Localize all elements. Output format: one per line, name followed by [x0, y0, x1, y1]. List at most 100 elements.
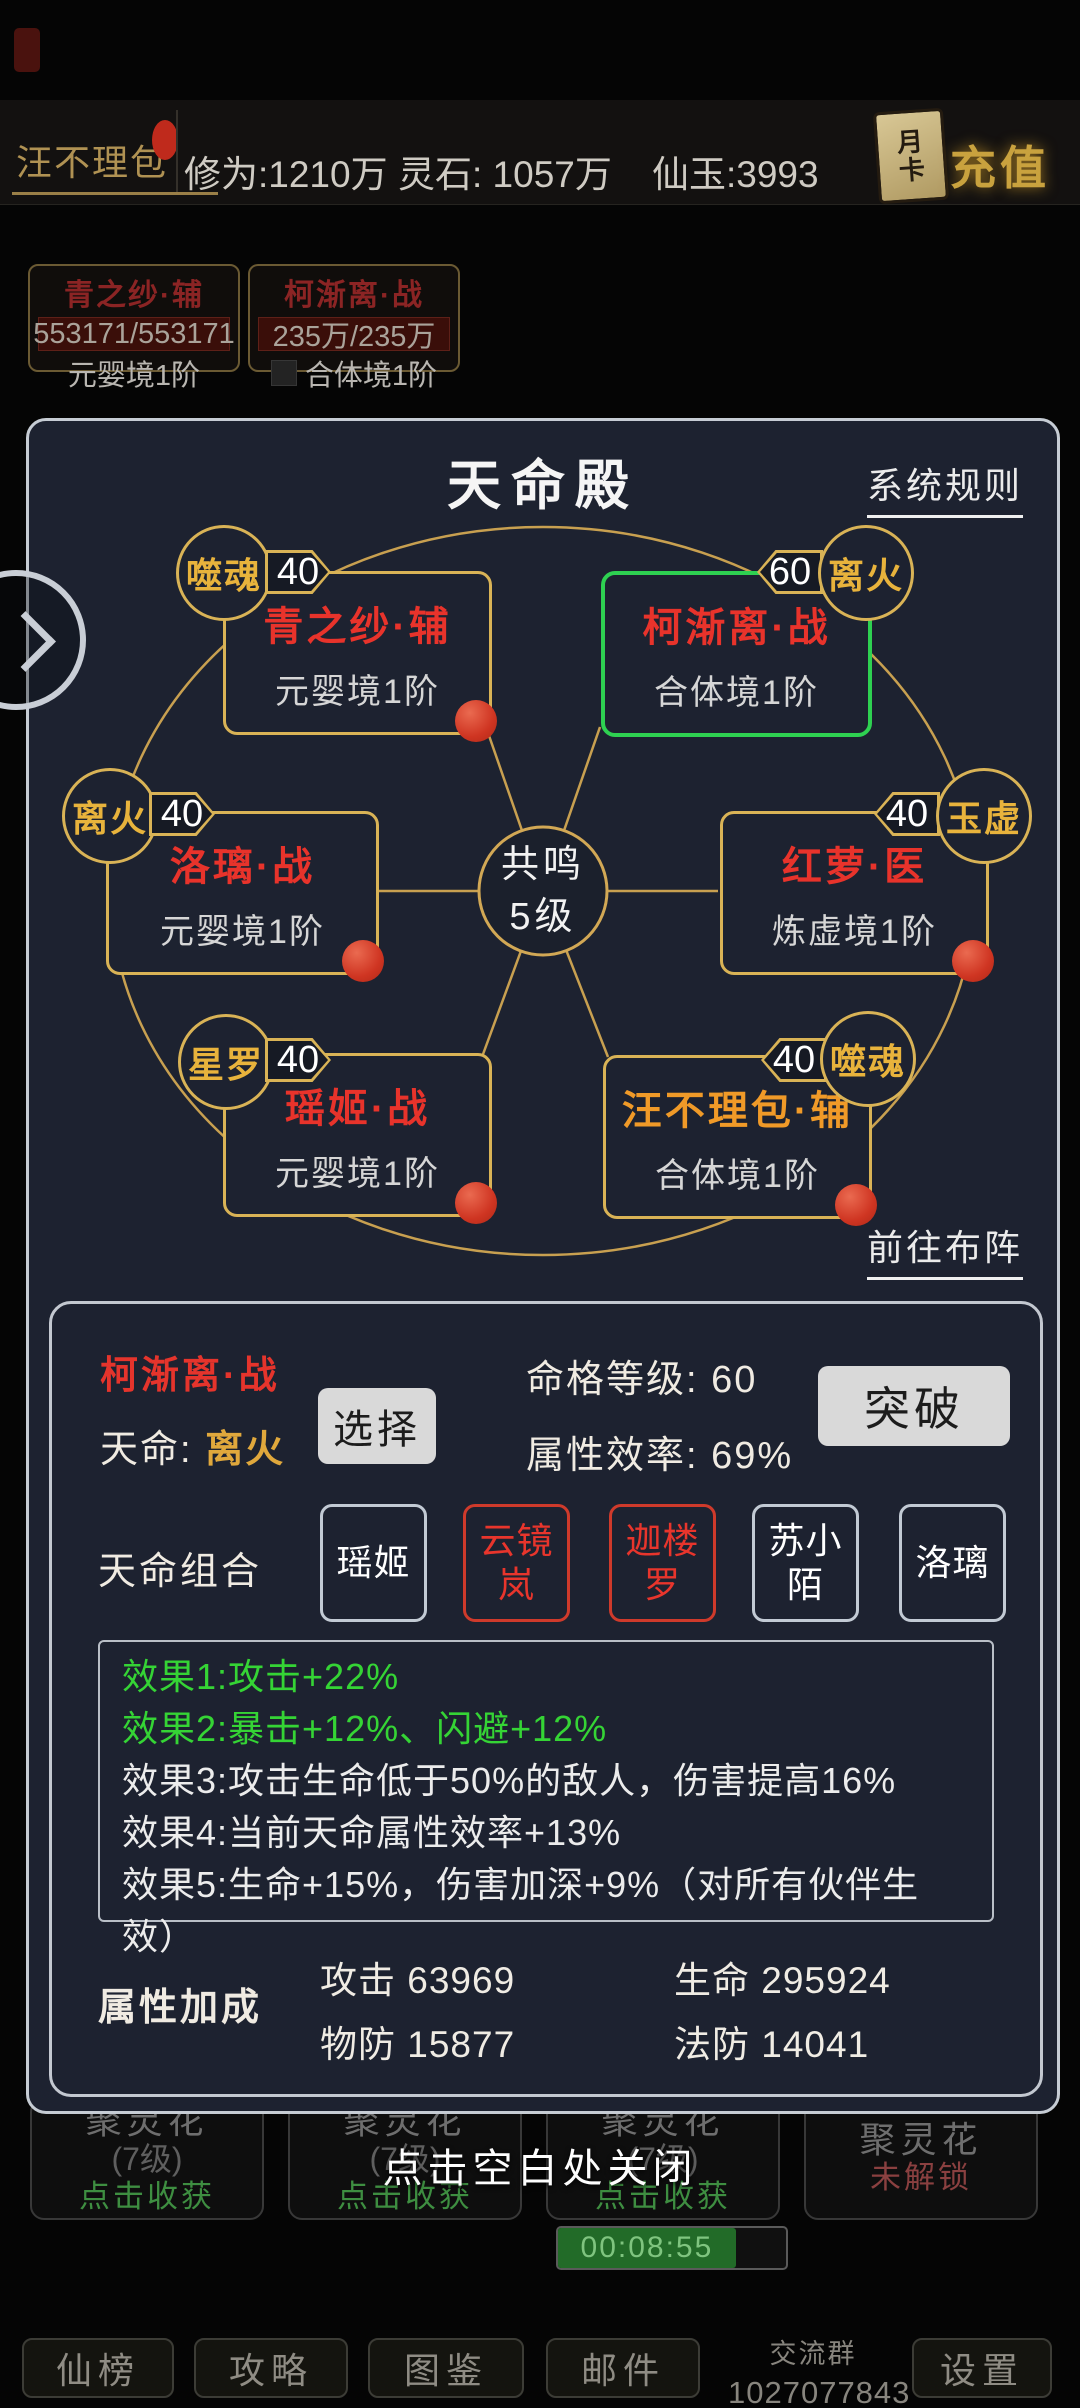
combo-card-luoli[interactable]: 洛璃: [899, 1504, 1006, 1622]
chat-group-number: 1027077843: [728, 2375, 911, 2408]
element-badge: 玉虚: [936, 768, 1032, 864]
select-button[interactable]: 选择: [318, 1388, 436, 1464]
stat-hp: 生命 295924: [674, 1950, 891, 2004]
grade-row: 命格等级: 60: [526, 1348, 757, 1403]
stat-attack: 攻击 63969: [320, 1950, 515, 2004]
stat-label: 法防: [674, 2024, 750, 2065]
nav-button-mail[interactable]: 邮件: [546, 2338, 700, 2398]
stat-magic-defense: 法防 14041: [674, 2014, 869, 2068]
go-to-formation-link[interactable]: 前往布阵: [866, 1219, 1023, 1280]
flower-harvest-hint: 点击收获: [337, 2179, 473, 2214]
party-hp-text: 235万/235万: [272, 321, 436, 353]
modal-title: 天命殿: [447, 456, 639, 516]
spirit-flower-plot-1[interactable]: 聚灵花 (7级) 点击收获: [30, 2098, 264, 2220]
level-value: 40: [268, 1041, 328, 1079]
recharge-button[interactable]: 充值: [950, 142, 1050, 194]
party-card-1[interactable]: 青之纱·辅 553171/553171 元婴境1阶: [28, 264, 240, 392]
attribute-bonus-label: 属性加成: [98, 1987, 263, 2029]
combo-card-yunjinglan[interactable]: 云镜岚: [463, 1504, 570, 1622]
combo-card-suxiaomo[interactable]: 苏小陌: [752, 1504, 859, 1622]
countdown-text: 00:08:55: [580, 2231, 714, 2264]
notify-dot-icon: [342, 940, 384, 982]
party-name: 青之纱·辅: [64, 279, 204, 312]
grade-value: 60: [711, 1359, 758, 1401]
node-realm: 炼虚境1阶: [772, 912, 937, 951]
combo-card-jialuoluo[interactable]: 迦楼罗: [609, 1504, 716, 1622]
buff-icon: [270, 360, 297, 386]
combo-label: 天命组合: [98, 1551, 263, 1593]
stat-value: 15877: [407, 2024, 516, 2065]
effect-1: 效果1:攻击+22%: [122, 1656, 400, 1697]
player-name-link[interactable]: 汪不理包: [16, 142, 169, 183]
efficiency-label: 属性效率:: [526, 1435, 699, 1477]
party-hp-bar: 553171/553171: [33, 317, 235, 351]
effect-5: 效果5:生命+15%，伤害加深+9%（对所有伙伴生效）: [122, 1864, 920, 1957]
element-badge: 噬魂: [820, 1011, 916, 1107]
party-hp-text: 553171/553171: [33, 317, 235, 350]
countdown-progress-bar: 00:08:55: [556, 2226, 788, 2270]
month-card-char1: 月: [895, 126, 925, 158]
destiny-value: 离火: [205, 1429, 286, 1471]
notify-dot-icon: [455, 700, 497, 742]
element-badge: 噬魂: [176, 525, 272, 621]
level-value: 40: [764, 1041, 824, 1079]
breakthrough-button[interactable]: 突破: [818, 1366, 1010, 1446]
effects-box: 效果1:攻击+22% 效果2:暴击+12%、闪避+12% 效果3:攻击生命低于5…: [98, 1640, 994, 1957]
notify-dot-icon: [455, 1182, 497, 1224]
element-badge: 离火: [818, 525, 914, 621]
node-name: 柯渐离·战: [642, 605, 831, 650]
status-bar: 汪不理包 修为:1210万 灵石: 1057万 仙玉:3993 月 卡 充值: [0, 100, 1080, 205]
effect-3: 效果3:攻击生命低于50%的敌人，伤害提高16%: [122, 1760, 897, 1801]
stat-physical-defense: 物防 15877: [320, 2014, 515, 2068]
spirit-stone-value: 灵石: 1057万: [398, 154, 612, 195]
nav-button-codex[interactable]: 图鉴: [368, 2338, 524, 2398]
level-value: 60: [760, 553, 820, 591]
party-hp-bar: 235万/235万: [258, 317, 450, 353]
element-badge: 离火: [62, 768, 158, 864]
cultivation-value: 修为:1210万: [184, 154, 388, 195]
effect-4: 效果4:当前天命属性效率+13%: [122, 1812, 622, 1853]
stat-label: 攻击: [320, 1960, 396, 2001]
system-rules-link[interactable]: 系统规则: [866, 457, 1023, 518]
month-card-icon[interactable]: 月 卡: [872, 107, 950, 205]
level-value: 40: [877, 795, 937, 833]
spirit-flower-plot-3[interactable]: 聚灵花 (7级) 点击收获: [546, 2098, 780, 2220]
jade-value: 仙玉:3993: [652, 154, 819, 195]
nav-button-guide[interactable]: 攻略: [194, 2338, 348, 2398]
node-realm: 合体境1阶: [655, 1156, 820, 1195]
destiny-detail-panel: 柯渐离·战 天命: 离火 选择 命格等级: 60 属性效率: 69% 突破 天命…: [49, 1301, 1043, 2097]
stat-label: 生命: [674, 1960, 750, 2001]
node-name: 洛璃·战: [169, 844, 316, 889]
progress-fill: [558, 2228, 736, 2268]
combo-card-yaoji[interactable]: 瑶姬: [320, 1504, 427, 1622]
flower-harvest-hint: 点击收获: [79, 2179, 215, 2214]
party-realm-text: 合体境1阶: [304, 360, 438, 392]
month-card-char2: 卡: [897, 154, 926, 186]
party-realm: 合体境1阶: [250, 352, 458, 394]
spirit-flower-plot-4-locked[interactable]: 聚灵花 未解锁: [804, 2098, 1038, 2220]
node-realm: 元婴境1阶: [275, 1154, 440, 1193]
player-name-underline: [12, 192, 218, 195]
notify-dot-icon: [835, 1184, 877, 1226]
stat-value: 295924: [761, 1960, 891, 2001]
level-value: 40: [152, 795, 212, 833]
grade-label: 命格等级:: [526, 1359, 699, 1401]
flower-level: (7级): [627, 2141, 699, 2177]
node-realm: 合体境1阶: [654, 673, 819, 712]
spirit-flower-plot-2[interactable]: 聚灵花 (7级) 点击收获: [288, 2098, 522, 2220]
nav-button-settings[interactable]: 设置: [912, 2338, 1052, 2398]
resonance-line2: 5级: [509, 896, 577, 938]
party-card-2[interactable]: 柯渐离·战 235万/235万 合体境1阶: [248, 264, 460, 392]
destiny-node-card-1[interactable]: 青之纱·辅 元婴境1阶: [223, 571, 497, 742]
divider: [176, 110, 178, 192]
level-value: 40: [268, 553, 328, 591]
nav-button-ranking[interactable]: 仙榜: [22, 2338, 174, 2398]
efficiency-row: 属性效率: 69%: [526, 1424, 793, 1479]
stat-value: 63969: [407, 1960, 516, 2001]
destiny-label: 天命:: [100, 1429, 193, 1471]
notify-dot-icon: [952, 940, 994, 982]
flower-name: 聚灵花: [859, 2119, 983, 2160]
node-realm: 元婴境1阶: [160, 912, 325, 951]
stat-value: 14041: [761, 2024, 870, 2065]
node-name: 瑶姬·战: [284, 1086, 431, 1131]
